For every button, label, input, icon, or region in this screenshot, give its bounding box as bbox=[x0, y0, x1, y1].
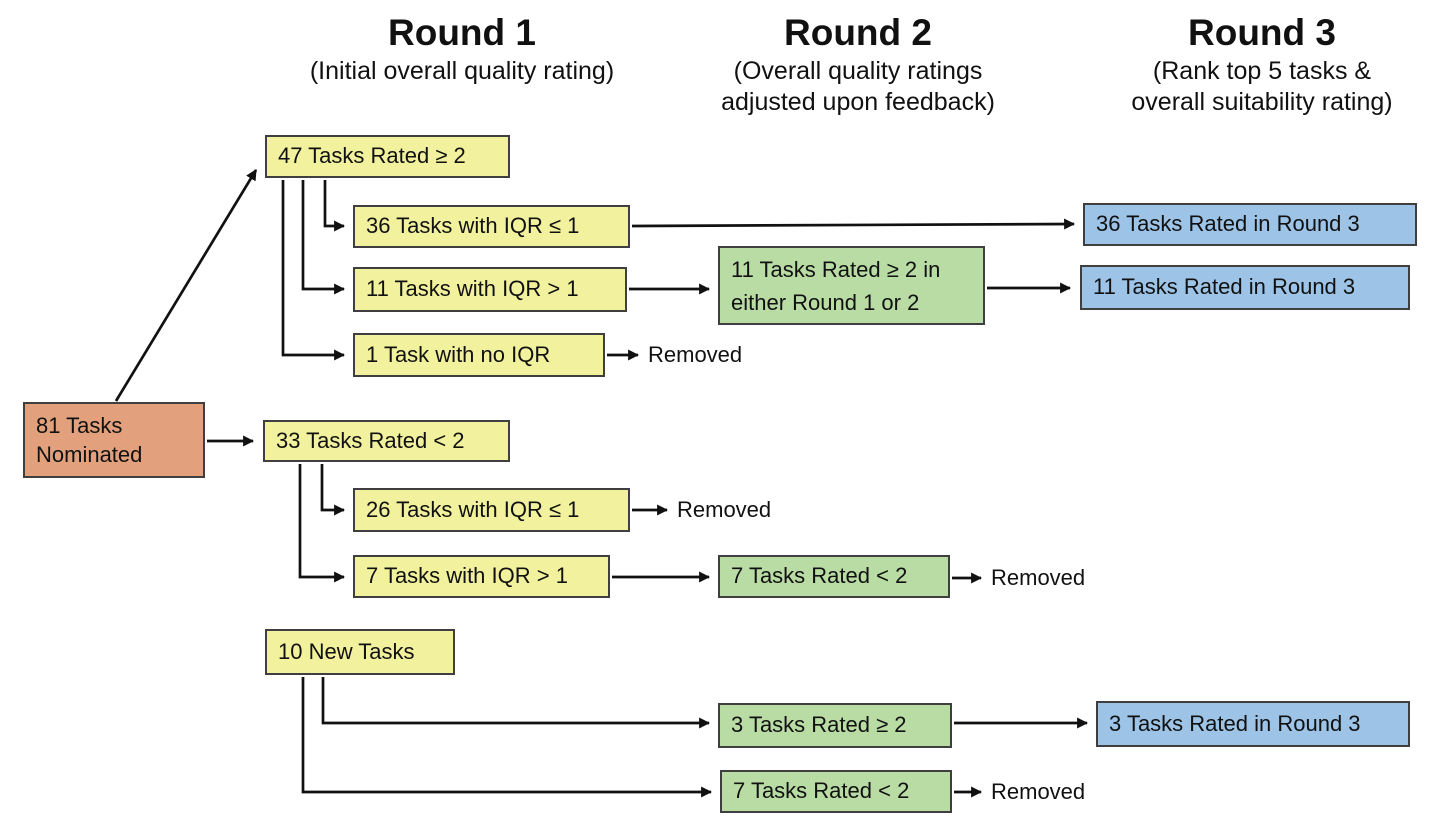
node-iqr-le1-top: 36 Tasks with IQR ≤ 1 bbox=[353, 205, 630, 248]
removed-label-round2-lt2-mid: Removed bbox=[991, 565, 1086, 590]
arrow-rated-ge2-to-iqr-gt1 bbox=[301, 180, 346, 295]
round1-title: Round 1 bbox=[388, 12, 536, 53]
node-rated-lt2: 33 Tasks Rated < 2 bbox=[263, 420, 510, 462]
node-round2-ge2-new: 3 Tasks Rated ≥ 2 bbox=[718, 703, 952, 748]
arrow-nominated-to-rated-ge2 bbox=[114, 169, 258, 402]
arrow-new-tasks-to-lt2 bbox=[301, 677, 713, 798]
node-round3-from-36: 36 Tasks Rated in Round 3 bbox=[1083, 203, 1417, 246]
column-header-round2: Round 2 (Overall quality ratings adjuste… bbox=[658, 10, 1058, 118]
round2-title: Round 2 bbox=[784, 12, 932, 53]
column-header-round3: Round 3 (Rank top 5 tasks & overall suit… bbox=[1062, 10, 1442, 118]
node-round3-from-3: 3 Tasks Rated in Round 3 bbox=[1096, 701, 1410, 747]
node-round2-lt2-new: 7 Tasks Rated < 2 bbox=[720, 770, 952, 813]
node-no-iqr: 1 Task with no IQR bbox=[353, 333, 605, 377]
node-line: 11 Tasks Rated ≥ 2 in bbox=[731, 256, 941, 282]
arrow-rated-lt2-to-iqr-le1 bbox=[320, 464, 346, 516]
arrow-rated-ge2-to-iqr-le1 bbox=[323, 180, 346, 232]
node-new-tasks: 10 New Tasks bbox=[265, 629, 455, 675]
arrow-new-tasks-to-ge2 bbox=[321, 677, 711, 729]
node-line: 81 Tasks bbox=[36, 413, 123, 438]
removed-label-iqr-le1-mid: Removed bbox=[677, 497, 772, 522]
removed-label-round2-lt2-new: Removed bbox=[991, 779, 1086, 804]
round1-subtitle: (Initial overall quality rating) bbox=[309, 57, 615, 85]
node-iqr-gt1-mid: 7 Tasks with IQR > 1 bbox=[353, 555, 610, 598]
node-line: either Round 1 or 2 bbox=[731, 289, 920, 315]
node-round2-ge2-either: 11 Tasks Rated ≥ 2 in either Round 1 or … bbox=[718, 246, 985, 325]
node-round3-from-11: 11 Tasks Rated in Round 3 bbox=[1080, 265, 1410, 310]
removed-label-no-iqr: Removed bbox=[648, 342, 743, 367]
node-round2-lt2-mid: 7 Tasks Rated < 2 bbox=[718, 555, 950, 598]
node-iqr-gt1-top: 11 Tasks with IQR > 1 bbox=[353, 267, 627, 312]
round2-subtitle-line2: adjusted upon feedback) bbox=[721, 88, 995, 116]
round2-subtitle-line1: (Overall quality ratings bbox=[733, 57, 983, 85]
node-iqr-le1-mid: 26 Tasks with IQR ≤ 1 bbox=[353, 488, 630, 532]
column-header-round1: Round 1 (Initial overall quality rating) bbox=[262, 10, 662, 87]
arrow-iqr-le1-to-round3-36 bbox=[631, 218, 1076, 230]
round3-subtitle-line1: (Rank top 5 tasks & bbox=[1152, 57, 1372, 85]
node-rated-ge2: 47 Tasks Rated ≥ 2 bbox=[265, 135, 510, 178]
node-tasks-nominated: 81 Tasks Nominated bbox=[23, 402, 205, 478]
round3-title: Round 3 bbox=[1188, 12, 1336, 53]
round3-subtitle-line2: overall suitability rating) bbox=[1131, 88, 1393, 116]
node-line: Nominated bbox=[36, 442, 143, 467]
arrow-rated-lt2-to-iqr-gt1 bbox=[298, 464, 346, 583]
arrow-rated-ge2-to-no-iqr bbox=[281, 180, 346, 361]
